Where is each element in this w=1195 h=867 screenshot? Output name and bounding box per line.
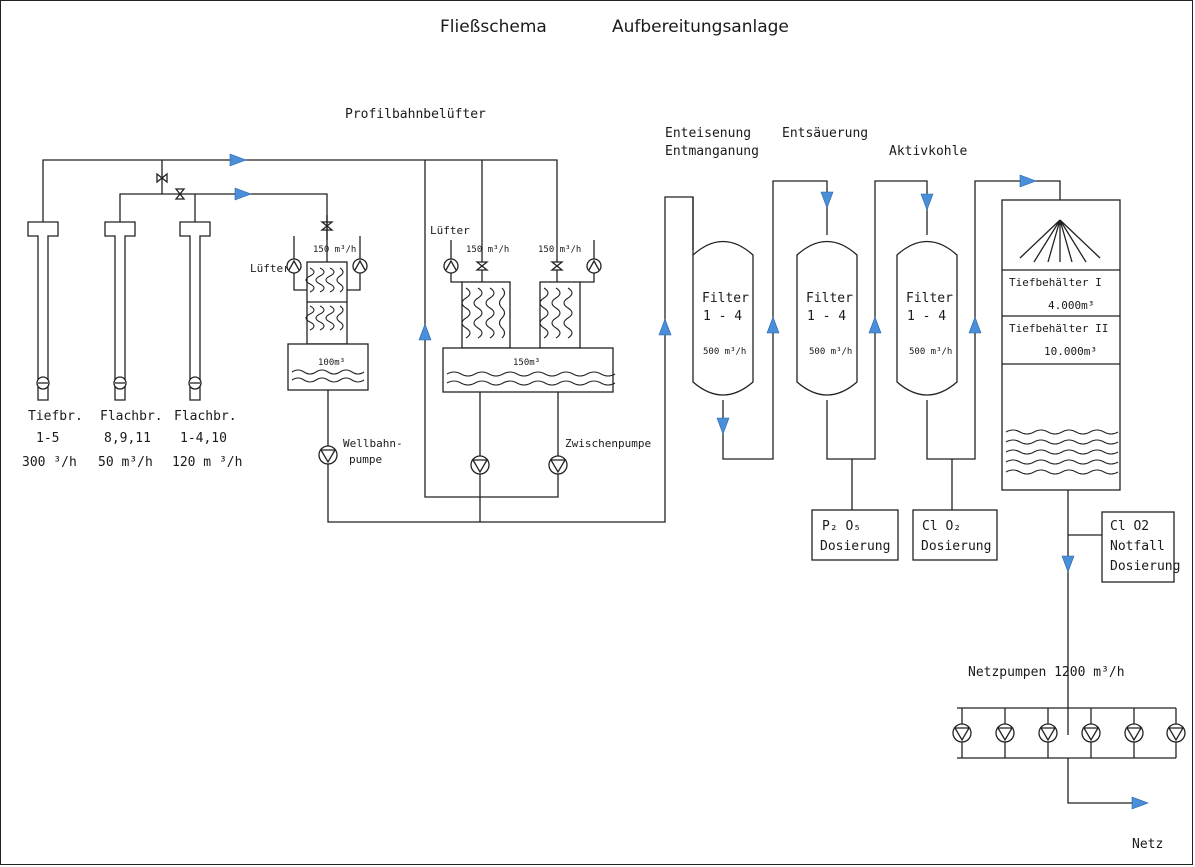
wellbahn-label-2: pumpe [349,453,382,466]
valve-icon [320,221,334,231]
filter-3 [896,180,1061,460]
dosing-notfall-box [1101,511,1175,583]
well-1-range: 1-5 [36,431,59,446]
zwischenpumpe-label: Zwischenpumpe [565,437,651,450]
valve-icon [156,172,168,184]
filter-2-label: Filter [806,291,853,306]
pump-zwischen-2-icon [548,455,568,475]
netzpumpe-3-icon [1038,723,1058,743]
flow-arrow-icon [1131,796,1149,810]
flow-arrow-icon [418,323,432,341]
label-enteisenung: Enteisenung [665,126,751,141]
title-left: Fließschema [440,17,547,37]
label-entsaeuerung: Entsäuerung [782,126,868,141]
well-flachbr-1 [104,221,136,401]
tank-2-volume: 10.000m³ [1044,345,1097,358]
well-tiefbr [27,221,59,401]
well-1-flow: 300 ³/h [22,455,77,470]
label-entmanganung: Entmanganung [665,144,759,159]
fan-icon [443,258,459,274]
dosing-clo2-label: Dosierung [921,539,991,554]
netzpumpe-6-icon [1166,723,1186,743]
flow-arrow-icon [1019,174,1037,188]
wellbahn-label-1: Wellbahn- [343,437,403,450]
luefter-1-label: Lüfter [250,262,290,275]
netzpumpe-5-icon [1124,723,1144,743]
luefter-2-label: Lüfter [430,224,470,237]
filter-2-capacity: 500 m³/h [809,347,852,357]
storage-tank [1001,199,1121,491]
aerator-3-flow: 150 m³/h [538,245,581,255]
pump-wellbahn-icon [318,445,338,465]
notfall-formula: Cl O2 [1110,519,1149,534]
title-right: Aufbereitungsanlage [612,17,789,37]
pump-zwischen-1-icon [470,455,490,475]
netz-label: Netz [1132,837,1163,852]
flow-arrow-icon [234,187,252,201]
dosing-clo2-box [912,509,998,561]
basin-1-volume: 100m³ [318,358,345,368]
aerator-2-flow: 150 m³/h [466,245,509,255]
aerator-1 [287,261,369,391]
well-3-range: 1-4,10 [180,431,227,446]
well-3-name: Flachbr. [174,409,237,424]
flow-arrow-icon [968,316,982,334]
flow-arrow-icon [820,191,834,209]
fan-icon [286,258,302,274]
filter-2-range: 1 - 4 [807,309,846,324]
well-3-flow: 120 m ³/h [172,455,242,470]
dosing-p2o5-label: Dosierung [820,539,890,554]
notfall-label-1: Notfall [1110,539,1165,554]
basin-2-volume: 150m³ [513,358,540,368]
netzpumpe-4-icon [1081,723,1101,743]
valve-icon [475,261,489,271]
dosing-p2o5-formula: P₂ O₅ [822,519,861,534]
flow-arrow-icon [229,153,247,167]
aerator-2 [442,281,616,393]
filter-1-capacity: 500 m³/h [703,347,746,357]
well-2-name: Flachbr. [100,409,163,424]
flow-arrow-icon [1061,555,1075,573]
filter-3-range: 1 - 4 [907,309,946,324]
netzpumpe-2-icon [995,723,1015,743]
fan-icon [352,258,368,274]
valve-icon [550,261,564,271]
dosing-p2o5-box [811,509,899,561]
label-aktivkohle: Aktivkohle [889,144,967,159]
well-2-range: 8,9,11 [104,431,151,446]
filter-1-range: 1 - 4 [703,309,742,324]
tank-1-name: Tiefbehälter I [1009,276,1102,289]
aerator-1-flow: 150 m³/h [313,245,356,255]
valve-icon [174,188,186,200]
fan-icon [586,258,602,274]
well-flachbr-2 [179,221,211,401]
well-2-flow: 50 m³/h [98,455,153,470]
flow-arrow-icon [920,193,934,211]
filter-3-label: Filter [906,291,953,306]
filter-3-capacity: 500 m³/h [909,347,952,357]
notfall-label-2: Dosierung [1110,559,1180,574]
netzpumpen-label: Netzpumpen 1200 m³/h [968,665,1125,680]
flow-arrow-icon [766,316,780,334]
netzpumpe-1-icon [952,723,972,743]
tank-2-name: Tiefbehälter II [1009,322,1108,335]
flow-arrow-icon [658,318,672,336]
filter-1-label: Filter [702,291,749,306]
flow-arrow-icon [868,316,882,334]
tank-1-volume: 4.000m³ [1048,299,1094,312]
dosing-clo2-formula: Cl O₂ [922,519,961,534]
well-1-name: Tiefbr. [28,409,83,424]
label-profilbahn: Profilbahnbelüfter [345,107,486,122]
flow-arrow-icon [716,417,730,435]
